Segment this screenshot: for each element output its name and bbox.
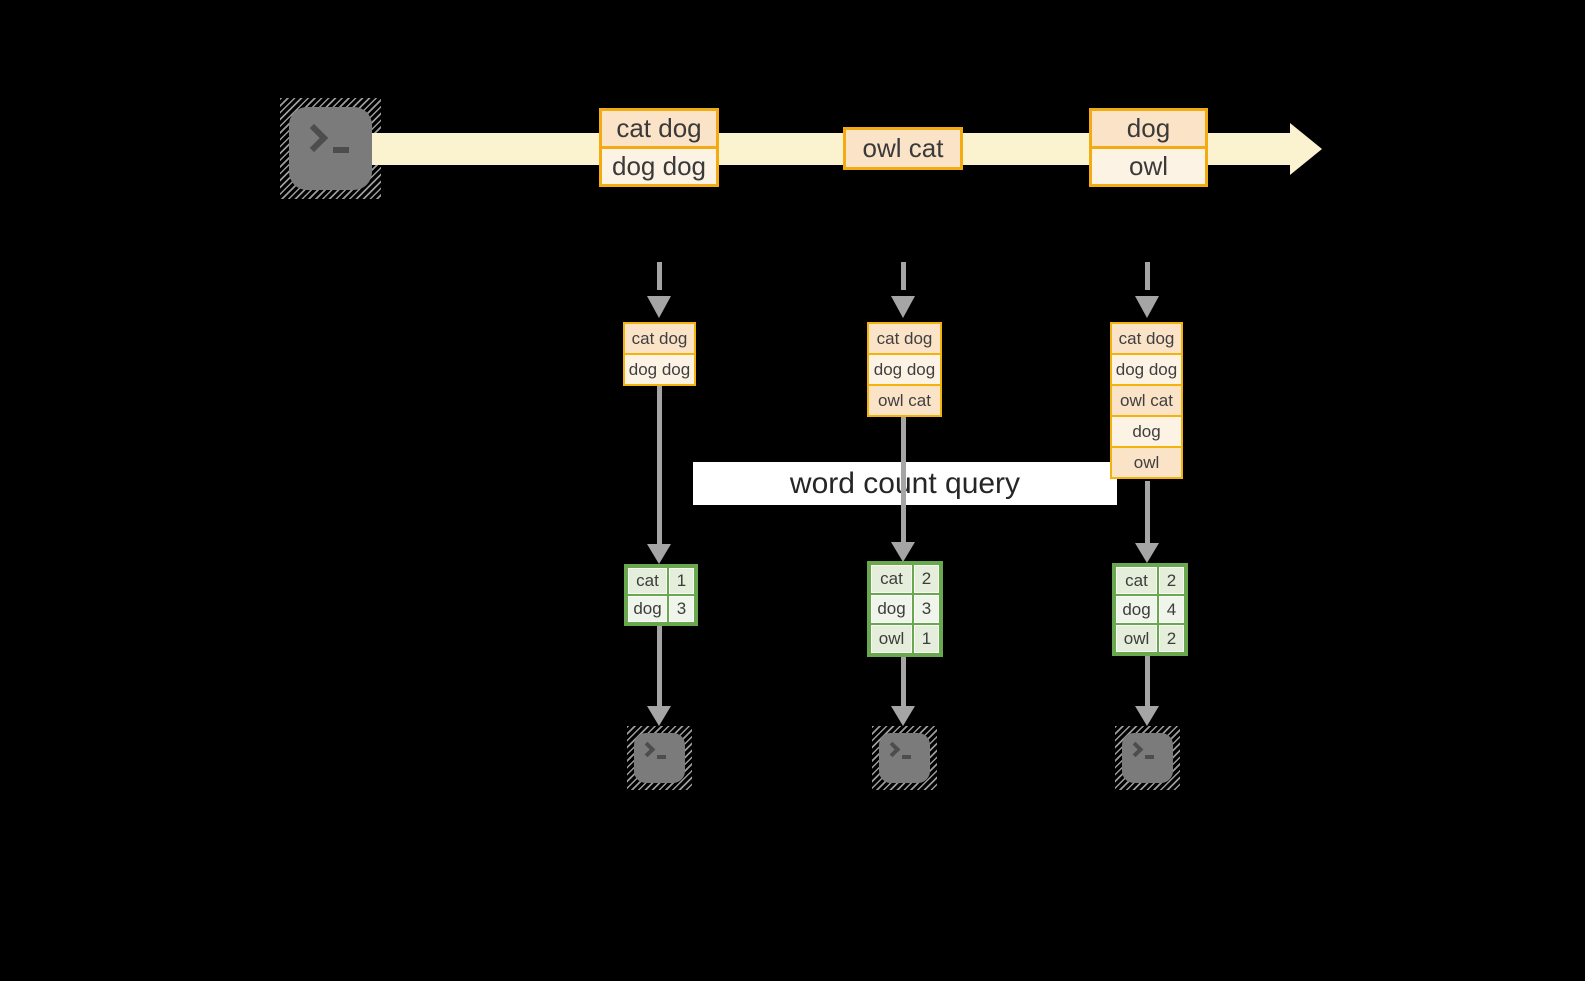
count-cell: 1 [914, 625, 939, 653]
ingest-arrow-3 [1145, 262, 1150, 290]
word-cell: owl [871, 625, 912, 653]
word-cell: cat [871, 565, 912, 593]
terminal-body [634, 733, 685, 783]
stream-batch-1: cat dog dog dog [599, 108, 719, 187]
count-cell: 3 [914, 595, 939, 623]
output-arrow-1 [657, 626, 662, 707]
word-cell: dog [628, 596, 667, 622]
count-cell: 2 [1159, 567, 1184, 594]
prompt-chevron-icon [1127, 741, 1144, 758]
sink-terminal-icon-2 [872, 726, 937, 790]
query-arrow-3 [1145, 481, 1150, 544]
buffer-row: dog dog [1112, 353, 1181, 384]
ingest-arrow-1-head-icon [647, 296, 671, 318]
prompt-chevron-icon [639, 741, 656, 758]
buffer-stack-3: cat dog dog dog owl cat dog owl [1110, 322, 1183, 479]
buffer-row: owl cat [869, 384, 940, 415]
batch-line: cat dog [602, 111, 716, 146]
buffer-row: cat dog [1112, 324, 1181, 353]
output-arrow-3 [1145, 656, 1150, 707]
prompt-underscore-icon [902, 755, 911, 759]
query-arrow-2-head-icon [891, 542, 915, 562]
stream-arrow-head-icon [1290, 123, 1322, 175]
output-arrow-1-head-icon [647, 706, 671, 726]
terminal-body [879, 733, 930, 783]
count-cell: 4 [1159, 596, 1184, 623]
buffer-row: dog [1112, 415, 1181, 446]
stream-batch-3: dog owl [1089, 108, 1208, 187]
buffer-row: owl cat [1112, 384, 1181, 415]
prompt-chevron-icon [884, 741, 901, 758]
ingest-arrow-3-head-icon [1135, 296, 1159, 318]
prompt-underscore-icon [1145, 755, 1154, 759]
ingest-arrow-1 [657, 262, 662, 290]
batch-line: dog dog [602, 146, 716, 184]
query-arrow-1-head-icon [647, 544, 671, 564]
terminal-body [1122, 733, 1173, 783]
buffer-row: owl [1112, 446, 1181, 477]
ingest-arrow-2-head-icon [891, 296, 915, 318]
count-cell: 2 [914, 565, 939, 593]
output-arrow-3-head-icon [1135, 706, 1159, 726]
word-cell: dog [1116, 596, 1157, 623]
stream-batch-2: owl cat [843, 127, 963, 170]
buffer-stack-1: cat dog dog dog [623, 322, 696, 386]
batch-line: dog [1092, 111, 1205, 146]
buffer-row: dog dog [869, 353, 940, 384]
count-cell: 1 [669, 568, 694, 594]
word-cell: owl [1116, 625, 1157, 652]
buffer-row: cat dog [869, 324, 940, 353]
count-cell: 3 [669, 596, 694, 622]
query-arrow-1 [657, 386, 662, 545]
query-arrow-2 [901, 417, 906, 543]
output-arrow-2-head-icon [891, 706, 915, 726]
ingest-arrow-2 [901, 262, 906, 290]
prompt-underscore-icon [657, 755, 666, 759]
count-table-1: cat 1 dog 3 [624, 564, 698, 626]
count-cell: 2 [1159, 625, 1184, 652]
word-cell: cat [628, 568, 667, 594]
batch-line: owl [1092, 146, 1205, 184]
word-cell: cat [1116, 567, 1157, 594]
count-table-3: cat 2 dog 4 owl 2 [1112, 563, 1188, 656]
word-cell: dog [871, 595, 912, 623]
sink-terminal-icon-1 [627, 726, 692, 790]
terminal-body [289, 107, 372, 190]
source-terminal-icon [280, 98, 381, 199]
buffer-row: dog dog [625, 353, 694, 384]
output-arrow-2 [901, 657, 906, 707]
prompt-underscore-icon [333, 147, 349, 153]
batch-line: owl cat [846, 130, 960, 167]
buffer-stack-2: cat dog dog dog owl cat [867, 322, 942, 417]
query-arrow-3-head-icon [1135, 543, 1159, 563]
buffer-row: cat dog [625, 324, 694, 353]
prompt-chevron-icon [299, 123, 329, 153]
sink-terminal-icon-3 [1115, 726, 1180, 790]
count-table-2: cat 2 dog 3 owl 1 [867, 561, 943, 657]
